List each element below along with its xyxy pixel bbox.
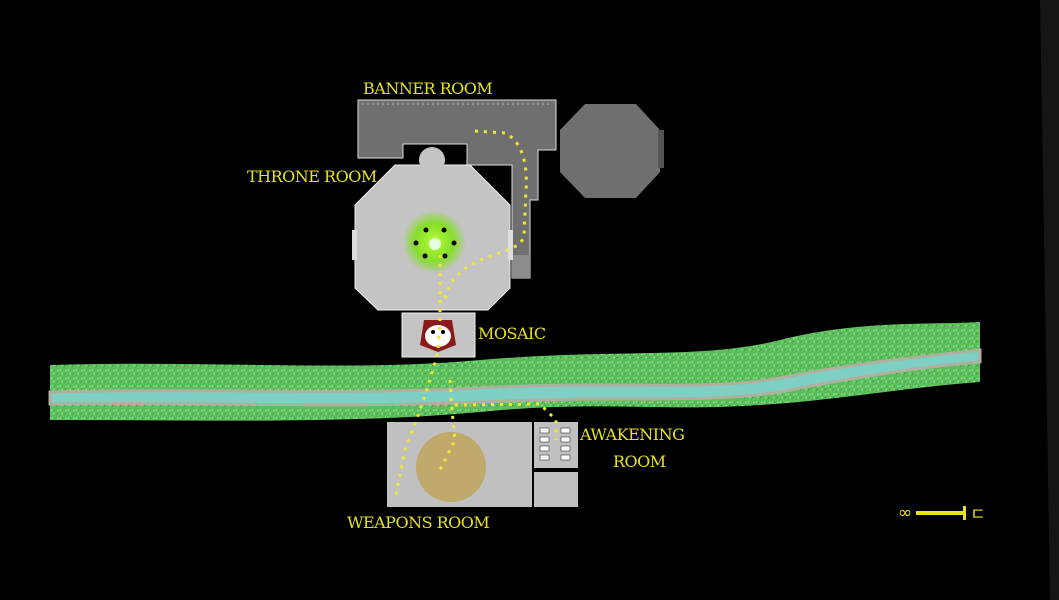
west-door — [352, 230, 357, 260]
corridor-step — [512, 255, 530, 278]
label-banner-room: BANNER ROOM — [363, 79, 493, 98]
east-door — [658, 130, 664, 168]
weapons-circle — [416, 432, 486, 502]
river — [48, 348, 982, 407]
label-mosaic: MOSAIC — [478, 324, 546, 343]
beds — [539, 427, 571, 461]
east-door-throne — [508, 230, 513, 260]
edge-shade — [1040, 0, 1059, 600]
pillar-dots — [413, 227, 457, 259]
compass-right-glyph: ㄷ — [970, 505, 986, 525]
label-awakening-room-2: ROOM — [613, 452, 666, 471]
compass-arrow-icon — [916, 505, 967, 520]
route-path — [393, 129, 558, 501]
compass: ∞ ㄷ — [898, 500, 986, 526]
awakening-annex — [534, 472, 578, 507]
east-chamber — [560, 104, 660, 198]
portal-center — [429, 238, 441, 250]
throne-alcove — [419, 147, 445, 173]
label-throne-room: THRONE ROOM — [247, 167, 377, 186]
compass-left-glyph: ∞ — [898, 502, 913, 523]
label-weapons-room: WEAPONS ROOM — [347, 513, 490, 532]
label-awakening-room-1: AWAKENING — [580, 425, 685, 444]
